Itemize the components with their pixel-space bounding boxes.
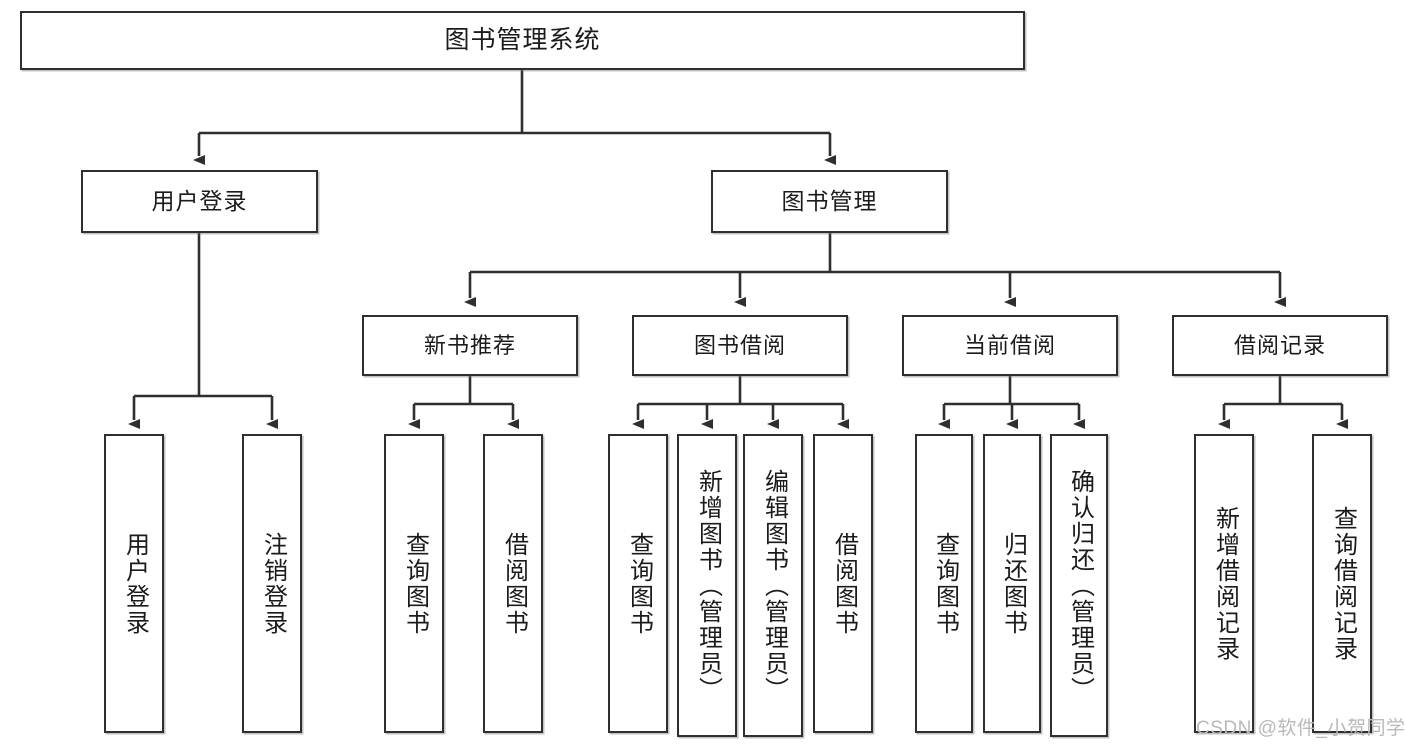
leaf-book-borrow-add-book-admin[interactable]: 新增图书（管理员） xyxy=(677,434,737,737)
node-label: 用户登录 xyxy=(151,188,248,215)
node-label: 确认归还（管理员） xyxy=(1066,468,1094,703)
node-book-borrow[interactable]: 图书借阅 xyxy=(632,315,848,376)
leaf-book-borrow-query-book[interactable]: 查询图书 xyxy=(608,434,668,733)
leaf-current-borrow-return-book[interactable]: 归还图书 xyxy=(983,434,1041,733)
node-label: 用户登录 xyxy=(121,531,149,636)
leaf-new-book-borrow-book[interactable]: 借阅图书 xyxy=(483,434,543,733)
node-label: 图书管理 xyxy=(781,188,878,215)
node-label: 图书借阅 xyxy=(693,332,786,358)
leaf-user-login-login[interactable]: 用户登录 xyxy=(104,434,164,733)
node-label: 图书管理系统 xyxy=(444,25,601,54)
node-label: 查询借阅记录 xyxy=(1329,505,1357,662)
node-label: 借阅图书 xyxy=(830,531,858,636)
node-label: 新增借阅记录 xyxy=(1211,505,1239,662)
node-label: 借阅记录 xyxy=(1233,332,1326,358)
node-label: 编辑图书（管理员） xyxy=(760,468,788,703)
node-label: 注销登录 xyxy=(259,531,287,636)
node-label: 归还图书 xyxy=(999,531,1027,636)
node-new-book-recommend[interactable]: 新书推荐 xyxy=(362,315,578,376)
leaf-user-login-logout[interactable]: 注销登录 xyxy=(242,434,302,733)
node-label: 当前借阅 xyxy=(963,332,1056,358)
node-label: 查询图书 xyxy=(401,531,429,636)
node-book-management[interactable]: 图书管理 xyxy=(711,170,948,233)
watermark-text: CSDN @软件_小贺同学 xyxy=(1196,718,1405,739)
node-root-book-management-system[interactable]: 图书管理系统 xyxy=(20,11,1025,70)
node-label: 借阅图书 xyxy=(500,531,528,636)
leaf-current-borrow-confirm-return-admin[interactable]: 确认归还（管理员） xyxy=(1050,434,1108,737)
node-user-login[interactable]: 用户登录 xyxy=(81,170,318,233)
leaf-new-book-query-book[interactable]: 查询图书 xyxy=(384,434,444,733)
leaf-current-borrow-query-book[interactable]: 查询图书 xyxy=(915,434,973,733)
node-label: 新书推荐 xyxy=(423,332,516,358)
node-borrow-record[interactable]: 借阅记录 xyxy=(1172,315,1388,376)
leaf-book-borrow-edit-book-admin[interactable]: 编辑图书（管理员） xyxy=(743,434,803,737)
node-current-borrow[interactable]: 当前借阅 xyxy=(902,315,1118,376)
node-label: 查询图书 xyxy=(931,531,959,636)
leaf-book-borrow-borrow-book[interactable]: 借阅图书 xyxy=(813,434,873,733)
leaf-borrow-record-query-record[interactable]: 查询借阅记录 xyxy=(1312,434,1372,733)
node-label: 查询图书 xyxy=(625,531,653,636)
leaf-borrow-record-add-record[interactable]: 新增借阅记录 xyxy=(1194,434,1254,733)
node-label: 新增图书（管理员） xyxy=(694,468,722,703)
